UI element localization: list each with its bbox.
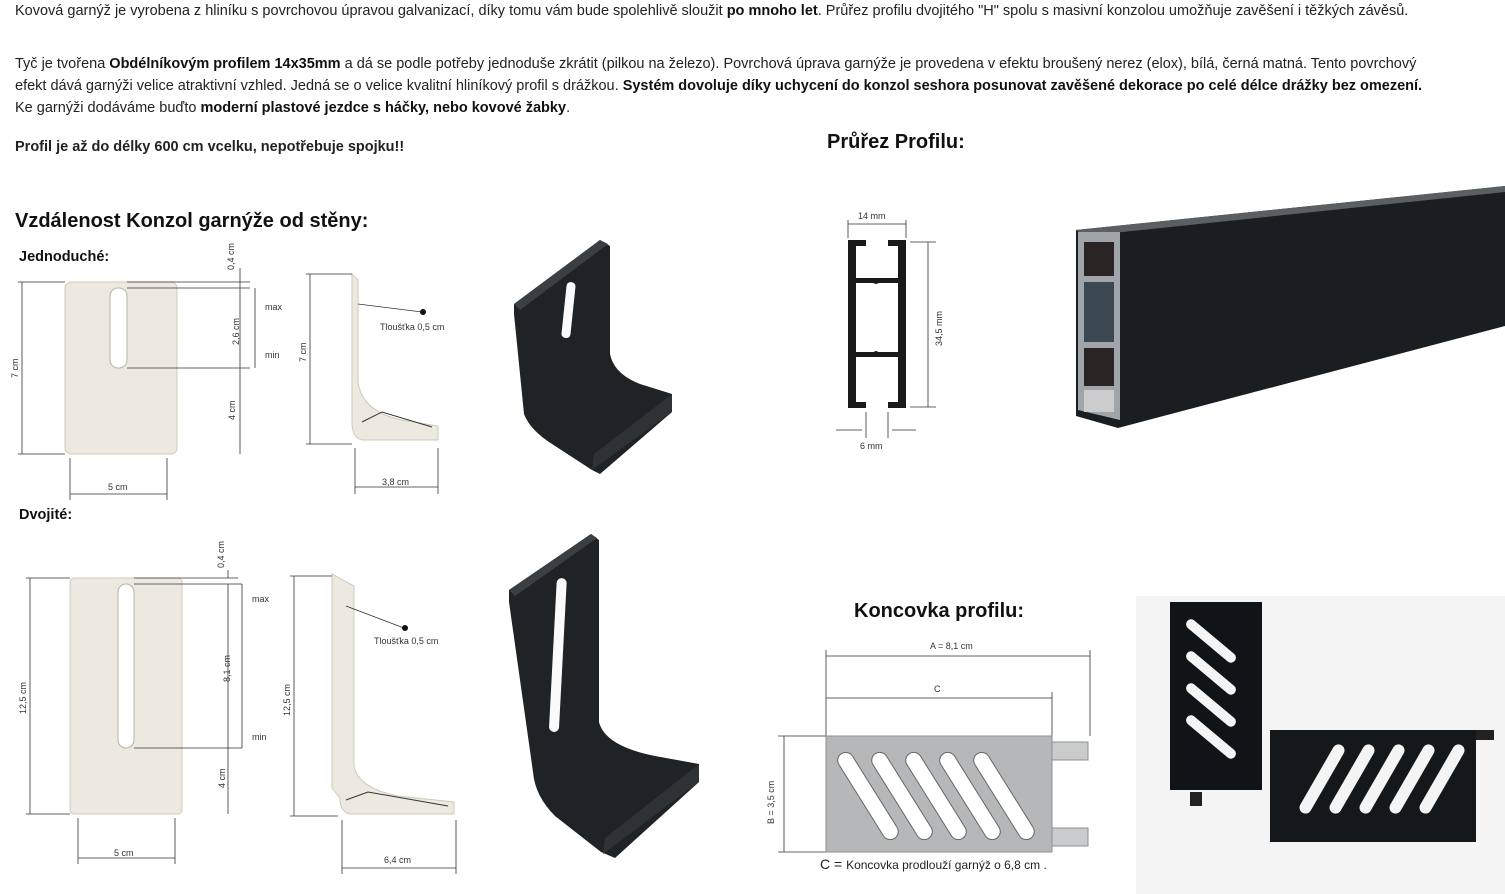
end-cap-c-label: C: [934, 684, 941, 694]
end-cap-note: C = Koncovka prodlouží garnýž o 6,8 cm .: [820, 856, 1047, 872]
single-min-label: min: [265, 350, 280, 360]
intro-paragraph-3: Profil je až do délky 600 cm vcelku, nep…: [15, 139, 405, 155]
double-height-label: 12,5 cm: [18, 682, 28, 714]
profile-slot-label: 6 mm: [860, 441, 883, 451]
double-top-gap-label: 0,4 cm: [216, 541, 226, 568]
double-bracket-front-diagram: 0,4 cm max 8,1 cm min 4 cm 12,5 cm 5 cm: [10, 540, 290, 870]
intro-p2-bold-system: Systém dovoluje díky uchycení do konzol …: [622, 78, 1423, 94]
single-max-label: max: [265, 302, 283, 312]
double-thickness-label: Tloušťka 0,5 cm: [374, 636, 438, 646]
double-slot-label: 8,1 cm: [222, 655, 232, 682]
profile-black-photo: [1070, 184, 1505, 430]
single-width-label: 5 cm: [108, 482, 128, 492]
heading-single: Jednoduché:: [19, 249, 110, 265]
intro-p2-text-a: Tyč je tvořena: [15, 56, 110, 72]
intro-p1-bold: po mnoho let: [726, 3, 818, 19]
intro-p1-text-a: Kovová garnýž je vyrobena z hliníku s po…: [15, 3, 727, 19]
double-side-height-label: 12,5 cm: [282, 684, 292, 716]
single-bracket-black-photo: [500, 236, 680, 482]
end-cap-b-label: B = 3,5 cm: [766, 781, 776, 824]
intro-p2-text-e: Ke garnýži dodáváme buďto: [15, 100, 201, 116]
double-width-label: 5 cm: [114, 848, 134, 858]
single-side-height-label: 7 cm: [298, 342, 308, 362]
double-bracket-side-diagram: 12,5 cm Tloušťka 0,5 cm 6,4 cm: [278, 566, 468, 876]
end-cap-a-label: A = 8,1 cm: [930, 641, 973, 651]
intro-p2-bold-profile: Obdélníkovým profilem 14x35mm: [109, 56, 341, 72]
heading-end-cap: Koncovka profilu:: [854, 600, 1025, 622]
double-bracket-black-photo: [505, 532, 705, 862]
profile-width-label: 14 mm: [858, 211, 886, 221]
intro-p2-text-c: a dá se podle potřeby jednoduše zkrátit …: [15, 56, 1417, 94]
single-top-gap-label: 0,4 cm: [226, 243, 236, 270]
end-cap-note-c: C =: [820, 856, 847, 872]
double-max-label: max: [252, 594, 270, 604]
single-height-label: 7 cm: [10, 358, 20, 378]
intro-p2-bold-accessories: moderní plastové jezdce s háčky, nebo ko…: [200, 100, 567, 116]
double-bottom-label: 4 cm: [217, 768, 227, 788]
end-cap-black-photo: [1136, 596, 1505, 894]
heading-double: Dvojité:: [19, 507, 73, 523]
single-bottom-label: 4 cm: [227, 400, 237, 420]
heading-bracket-distance: Vzdálenost Konzol garnýže od stěny:: [15, 210, 369, 232]
single-bracket-front-diagram: 0,4 cm max 2,6 cm min 4 cm 7 cm 5 cm: [10, 238, 300, 500]
single-slot-label: 2,6 cm: [231, 318, 241, 345]
single-depth-label: 3,8 cm: [382, 477, 409, 487]
double-min-label: min: [252, 732, 267, 742]
single-bracket-side-diagram: 7 cm Tloušťka 0,5 cm 3,8 cm: [292, 262, 462, 498]
profile-height-label: 34,5 mm: [934, 311, 944, 346]
intro-paragraph-2: Tyč je tvořena Obdélníkovým profilem 14x…: [15, 53, 1435, 119]
heading-cross-section: Průřez Profilu:: [827, 131, 965, 153]
single-thickness-label: Tloušťka 0,5 cm: [380, 322, 444, 332]
profile-cross-section-diagram: 14 mm 34,5 mm 6 mm: [818, 202, 958, 458]
end-cap-diagram: A = 8,1 cm C B = 3,5 cm: [760, 636, 1100, 882]
intro-paragraph-1: Kovová garnýž je vyrobena z hliníku s po…: [15, 0, 1435, 22]
intro-p2-text-g: .: [566, 100, 571, 116]
double-depth-label: 6,4 cm: [384, 855, 411, 865]
intro-p1-text-c: . Průřez profilu dvojitého "H" spolu s m…: [817, 3, 1409, 19]
end-cap-note-text: Koncovka prodlouží garnýž o 6,8 cm .: [846, 858, 1047, 872]
